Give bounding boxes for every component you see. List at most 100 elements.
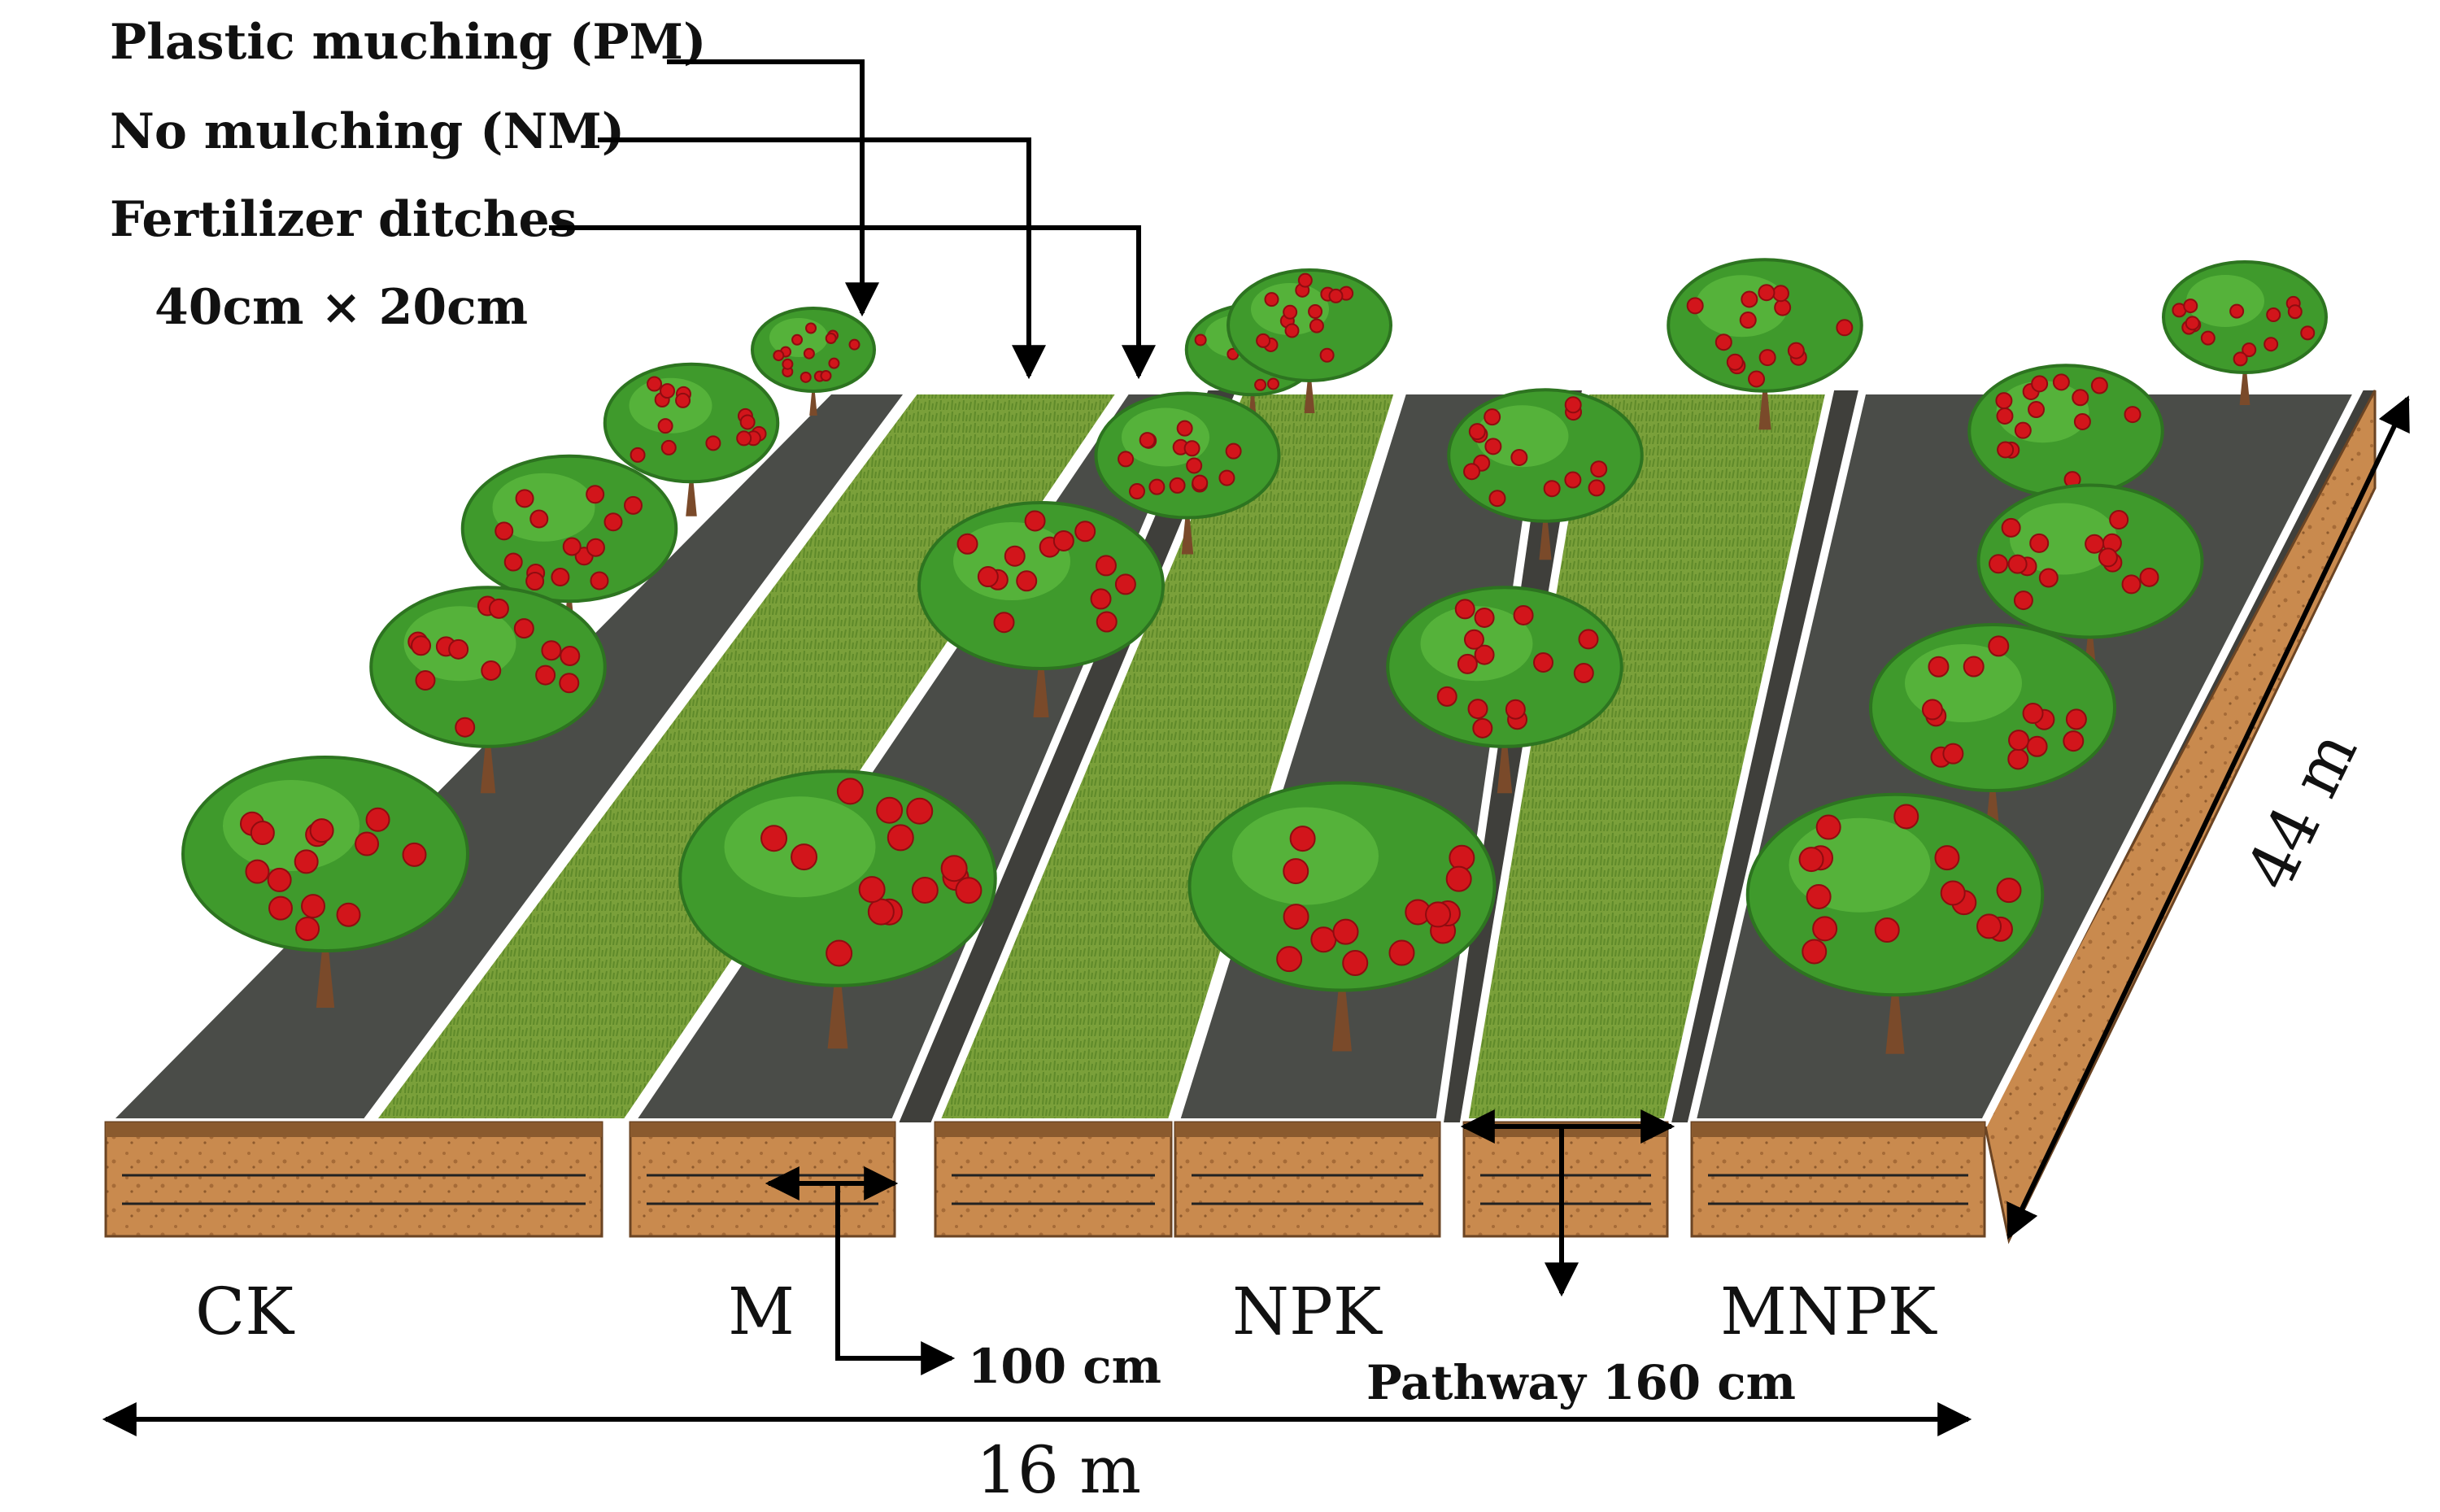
apple-fruit (1074, 521, 1096, 542)
apple-fruit (1118, 451, 1135, 468)
apple-fruit (1802, 939, 1828, 965)
apple-fruit (1148, 478, 1166, 495)
apple-fruit (1463, 463, 1481, 481)
apple-fruit (1454, 599, 1475, 620)
apple-fruit (1183, 440, 1200, 457)
apple-fruit (1297, 272, 1313, 288)
apple-fruit (503, 552, 523, 572)
apple-fruit (887, 824, 914, 852)
legend-fertilizer-ditches: Fertilizer ditches (110, 191, 577, 248)
treatment-label-mnpk: MNPK (1720, 1274, 1937, 1349)
apple-fruit (481, 660, 502, 681)
tree-trunk (480, 718, 496, 794)
pathway-width-label: Pathway 160 cm (1366, 1355, 1796, 1410)
apple-fruit (1771, 285, 1789, 303)
apple-fruit (415, 670, 436, 691)
tree-trunk (2239, 353, 2250, 405)
tree-trunk (809, 377, 817, 416)
apple-fruit (956, 533, 978, 555)
apple-fruit (657, 418, 673, 434)
apple-fruit (1283, 858, 1309, 885)
apple-fruit (488, 598, 509, 619)
apple-fruit (906, 797, 934, 825)
apple-fruit (1739, 312, 1757, 329)
apple-fruit (529, 509, 549, 529)
apple-fruit (2266, 307, 2281, 323)
apple-fruit (782, 358, 794, 370)
apple-fruit (876, 796, 904, 824)
apple-fruit (1758, 349, 1776, 367)
canopy-highlight (1232, 807, 1379, 905)
apple-fruit (1928, 656, 1950, 678)
apple-fruit (2001, 517, 2021, 538)
apple-fruit (1815, 814, 1841, 840)
apple-fruit (955, 877, 983, 904)
apple-fruit (2287, 304, 2303, 320)
apple-trees-layer (181, 258, 2328, 1054)
soil-block (104, 1121, 603, 1238)
soil-block (629, 1121, 896, 1238)
apple-fruit (647, 376, 663, 392)
apple-fruit (301, 894, 326, 919)
apple-fruit (1995, 392, 2013, 410)
treatment-label-ck: CK (195, 1274, 294, 1349)
legend-ditch-size: 40cm × 20cm (155, 279, 528, 336)
tree-trunk (1033, 639, 1049, 717)
apple-fruit (1976, 913, 2002, 939)
apple-fruit (560, 646, 581, 667)
apple-fruit (1806, 883, 1832, 909)
apple-fruit (495, 521, 514, 541)
apple-tree (1447, 388, 1644, 560)
apple-fruit (2014, 421, 2032, 439)
apple-fruit (2098, 547, 2118, 568)
apple-fruit (1218, 469, 1235, 486)
canopy-highlight (629, 377, 712, 434)
apple-fruit (624, 495, 643, 515)
apple-fruit (940, 855, 968, 882)
apple-fruit (2085, 534, 2105, 554)
apple-fruit (1715, 333, 1732, 351)
apple-fruit (2233, 351, 2248, 367)
apple-fruit (2072, 389, 2089, 407)
apple-tree (751, 307, 876, 416)
apple-fruit (1474, 644, 1495, 665)
tree-trunk (827, 948, 848, 1049)
apple-fruit (2063, 730, 2085, 752)
apple-fruit (1467, 699, 1488, 720)
apple-fruit (541, 640, 562, 661)
apple-fruit (993, 612, 1015, 634)
apple-fruit (268, 895, 293, 921)
apple-fruit (336, 902, 361, 927)
apple-fruit (791, 843, 818, 871)
treatment-label-m: M (728, 1274, 795, 1349)
apple-tree (1227, 268, 1392, 413)
apple-fruit (1472, 717, 1493, 739)
apple-fruit (1963, 656, 1985, 678)
apple-fruit (1096, 611, 1118, 633)
apple-fruit (1564, 471, 1582, 489)
apple-fruit (1513, 604, 1534, 625)
apple-fruit (402, 842, 427, 867)
apple-fruit (590, 571, 609, 590)
tree-trunk (1539, 498, 1552, 560)
tree-trunk (1304, 361, 1315, 413)
apple-fruit (2052, 373, 2070, 391)
apple-fruit (1192, 474, 1209, 491)
apple-fruit (1564, 396, 1582, 414)
apple-fruit (365, 807, 390, 832)
soil-topline (630, 1122, 895, 1137)
apple-fruit (1921, 699, 1943, 721)
apple-fruit (2200, 330, 2216, 346)
apple-fruit (1989, 554, 2009, 574)
apple-fruit (1016, 570, 1038, 592)
apple-fruit (1457, 653, 1478, 674)
apple-fruit (1388, 939, 1415, 966)
apple-fruit (1463, 629, 1484, 650)
apple-fruit (535, 664, 556, 686)
apple-fruit (977, 566, 999, 588)
apple-fruit (1996, 878, 2022, 904)
apple-fruit (2065, 708, 2087, 730)
apple-fruit (1283, 904, 1309, 930)
apple-fruit (559, 673, 580, 694)
apple-fruit (515, 489, 534, 508)
